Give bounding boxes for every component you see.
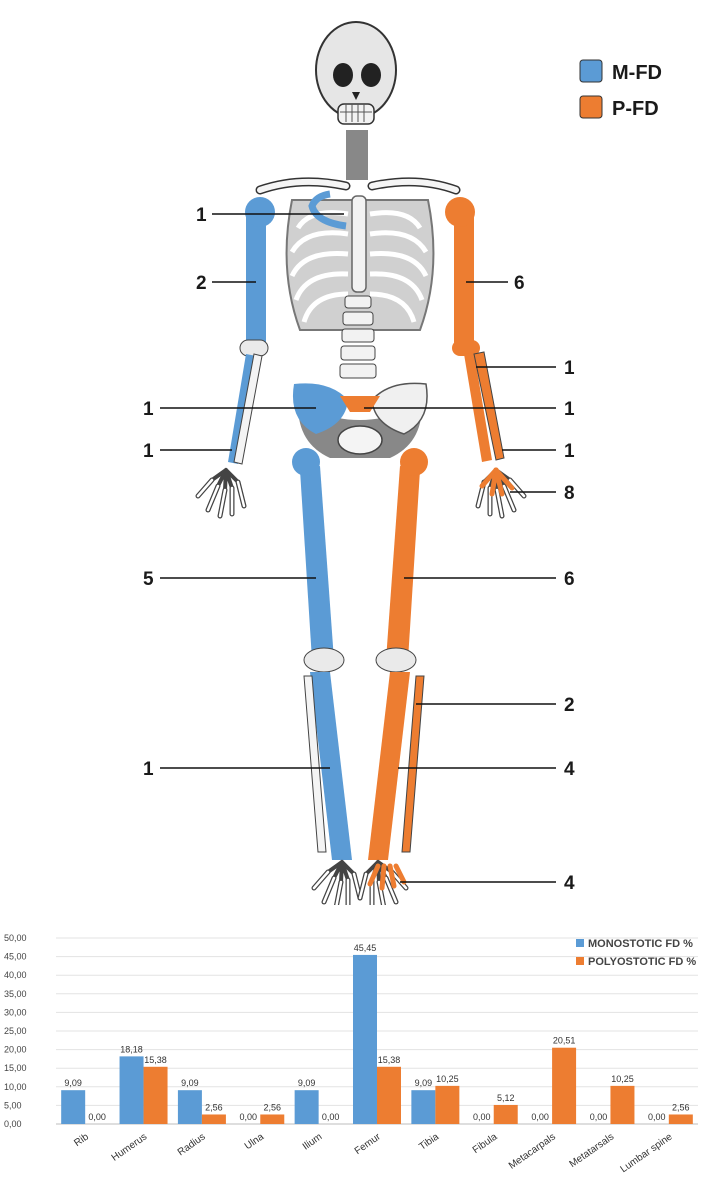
data-label: 2,56	[672, 1102, 690, 1112]
y-tick-label: 25,00	[4, 1026, 27, 1036]
data-label: 9,09	[415, 1078, 433, 1088]
x-category-label: Tibia	[417, 1131, 441, 1152]
cervical-spine	[346, 130, 368, 180]
y-tick-label: 15,00	[4, 1063, 27, 1073]
data-label: 10,25	[436, 1074, 459, 1084]
count-left-radius: 1	[143, 441, 154, 462]
x-category-label: Femur	[353, 1131, 384, 1157]
legend-label-pfd: P-FD	[612, 98, 659, 120]
data-label: 45,45	[354, 943, 377, 953]
bars	[61, 955, 693, 1124]
y-tick-label: 40,00	[4, 970, 27, 980]
hand-left	[198, 470, 244, 516]
count-right-metatarsals: 4	[564, 873, 575, 894]
bar-polyostotic	[552, 1048, 576, 1124]
bar-polyostotic	[669, 1114, 693, 1124]
bar-polyostotic	[202, 1114, 226, 1124]
y-tick-label: 5,00	[4, 1100, 22, 1110]
bar-monostotic	[120, 1056, 144, 1124]
count-left-ilium: 1	[143, 399, 154, 420]
legend-swatch-pfd	[580, 96, 602, 118]
count-right-fibula: 2	[564, 695, 575, 716]
y-tick-label: 20,00	[4, 1045, 27, 1055]
data-label: 0,00	[240, 1112, 258, 1122]
sternum	[352, 196, 366, 292]
jaw	[338, 104, 374, 124]
x-category-label: Ilium	[301, 1131, 325, 1152]
count-left-femur: 5	[143, 569, 154, 590]
data-label: 0,00	[88, 1112, 106, 1122]
count-left-humerus: 2	[196, 273, 207, 294]
count-right-metacarpals: 8	[564, 483, 575, 504]
x-category-label: Fibula	[471, 1131, 500, 1156]
data-label: 5,12	[497, 1093, 515, 1103]
data-label: 0,00	[590, 1112, 608, 1122]
data-label: 9,09	[298, 1078, 316, 1088]
data-label: 15,38	[378, 1055, 401, 1065]
count-right-radius: 1	[564, 358, 575, 379]
eye-socket-left	[333, 63, 353, 87]
data-label: 9,09	[181, 1078, 199, 1088]
y-tick-label: 35,00	[4, 989, 27, 999]
data-label: 0,00	[648, 1112, 666, 1122]
bar-monostotic	[411, 1090, 435, 1124]
legend-label-mfd: M-FD	[612, 62, 662, 84]
data-label: 0,00	[322, 1112, 340, 1122]
data-label: 0,00	[473, 1112, 491, 1122]
count-right-humerus: 6	[514, 273, 525, 294]
eye-socket-right	[361, 63, 381, 87]
count-left-rib: 1	[196, 205, 207, 226]
y-tick-label: 45,00	[4, 952, 27, 962]
data-label: 10,25	[611, 1074, 634, 1084]
x-category-label: Rib	[72, 1131, 91, 1149]
bar-polyostotic	[610, 1086, 634, 1124]
bar-monostotic	[353, 955, 377, 1124]
x-category-label: Humerus	[110, 1131, 150, 1163]
bar-monostotic	[61, 1090, 85, 1124]
y-tick-label: 50,00	[4, 933, 27, 943]
y-tick-label: 30,00	[4, 1007, 27, 1017]
femur-right	[386, 466, 420, 660]
data-label: 15,38	[144, 1055, 167, 1065]
count-left-tibia: 1	[143, 759, 154, 780]
y-tick-label: 0,00	[4, 1119, 22, 1129]
bar-chart: 50,00 45,00 40,00 35,00 30,00 25,00 20,00 15,00…	[0, 920, 701, 1199]
data-label: 0,00	[531, 1112, 549, 1122]
foot-left	[314, 862, 360, 905]
skeleton-figure: M-FD P-FD 1 2 1 1 5 1 6 1 1 1 8 6 2 4 4	[0, 0, 701, 905]
bar-polyostotic	[494, 1105, 518, 1124]
chart-legend-label-polyostotic: POLYOSTOTIC FD %	[588, 956, 696, 968]
chart-legend-swatch-monostotic	[576, 939, 584, 947]
x-category-label: Lumbar spine	[619, 1131, 675, 1175]
bar-monostotic	[178, 1090, 202, 1124]
y-tick-label: 10,00	[4, 1082, 27, 1092]
count-right-femur: 6	[564, 569, 575, 590]
data-label: 2,56	[264, 1102, 282, 1112]
chart-legend-swatch-polyostotic	[576, 957, 584, 965]
y-axis: 50,00 45,00 40,00 35,00 30,00 25,00 20,00 15,00…	[4, 933, 27, 1129]
bar-polyostotic	[144, 1067, 168, 1124]
bar-monostotic	[295, 1090, 319, 1124]
chart-legend-label-monostotic: MONOSTOTIC FD %	[588, 938, 693, 950]
bar-polyostotic	[260, 1114, 284, 1124]
x-category-label: Radius	[176, 1131, 208, 1158]
bar-polyostotic	[435, 1086, 459, 1124]
x-category-label: Metacarpals	[507, 1131, 558, 1171]
chart-legend: MONOSTOTIC FD % POLYOSTOTIC FD %	[576, 938, 696, 968]
femur-left	[300, 466, 334, 660]
count-right-tibia: 4	[564, 759, 575, 780]
data-label: 2,56	[205, 1102, 223, 1112]
data-label: 9,09	[64, 1078, 82, 1088]
x-axis: Rib Humerus Radius Ulna Ilium Femur Tibia Fibul…	[72, 1131, 675, 1175]
x-category-label: Metatarsals	[568, 1131, 617, 1170]
legend-swatch-mfd	[580, 60, 602, 82]
count-right-ulna: 1	[564, 441, 575, 462]
data-label: 20,51	[553, 1036, 576, 1046]
data-label: 18,18	[120, 1044, 143, 1054]
bar-polyostotic	[377, 1067, 401, 1124]
count-right-lumbar-spine: 1	[564, 399, 575, 420]
x-category-label: Ulna	[243, 1131, 267, 1152]
